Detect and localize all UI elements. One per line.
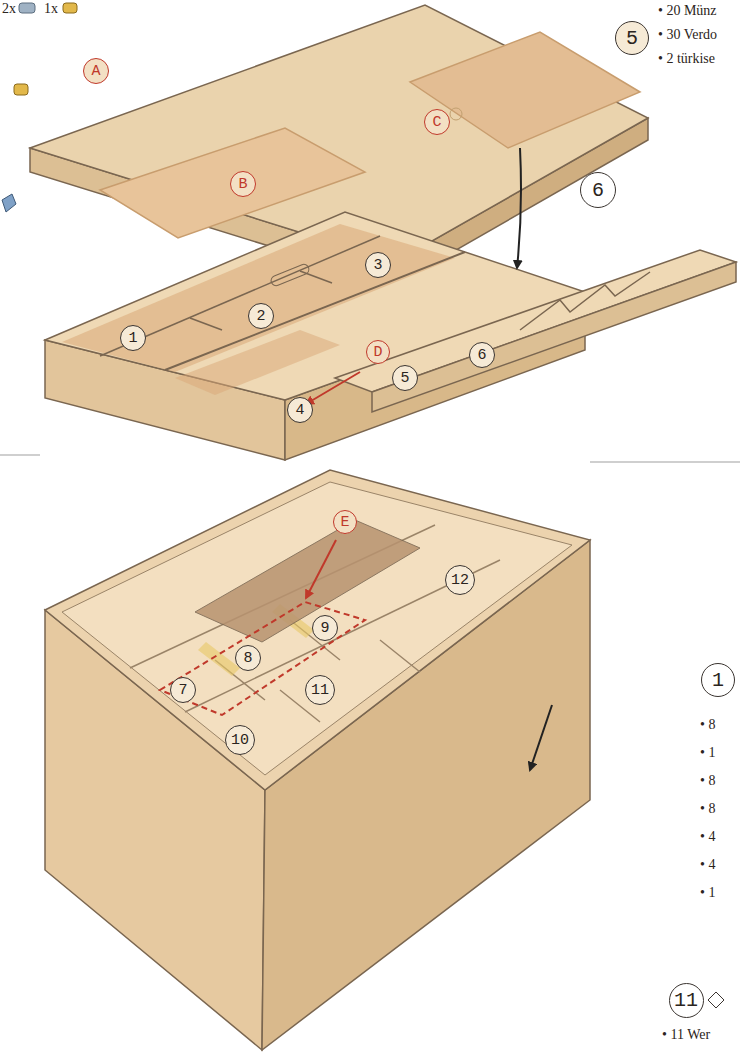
callout-number: 12 [445,565,475,595]
component-note: • 4 [700,828,715,846]
component-note: • 30 Verdo [658,26,717,44]
component-note: • 8 [700,772,715,790]
part-letter: A [83,58,109,84]
callout-number: 5 [392,365,418,391]
callout-number: 5 [615,21,649,55]
part-letter: E [333,510,357,534]
callout-number: 10 [225,725,255,755]
component-note: • 8 [700,716,715,734]
component-note: • 2 türkise [658,50,715,68]
callout-number: 4 [287,397,313,423]
callout-number: 6 [580,172,616,208]
callout-number: 1 [120,325,146,351]
callout-number: 11 [669,983,704,1018]
component-note: • 20 Münz [658,2,717,20]
component-note: 1x [44,0,58,18]
callout-number: 2 [248,303,274,329]
callout-number: 6 [469,342,495,368]
callout-number: 3 [365,252,391,278]
component-note: • 11 Wer [662,1026,710,1044]
component-note: 2x [2,0,16,18]
component-note: • 8 [700,800,715,818]
callout-number: 9 [312,615,338,641]
callout-number: 1 [701,663,735,697]
component-note: • 4 [700,856,715,874]
part-letter: D [366,340,390,364]
part-letter: C [424,109,450,135]
part-letter: B [230,171,256,197]
component-note: • 1 [700,884,715,902]
component-note: • 1 [700,744,715,762]
callout-number: 8 [235,645,261,671]
callout-number: 7 [170,677,196,703]
callout-number: 11 [305,675,335,705]
